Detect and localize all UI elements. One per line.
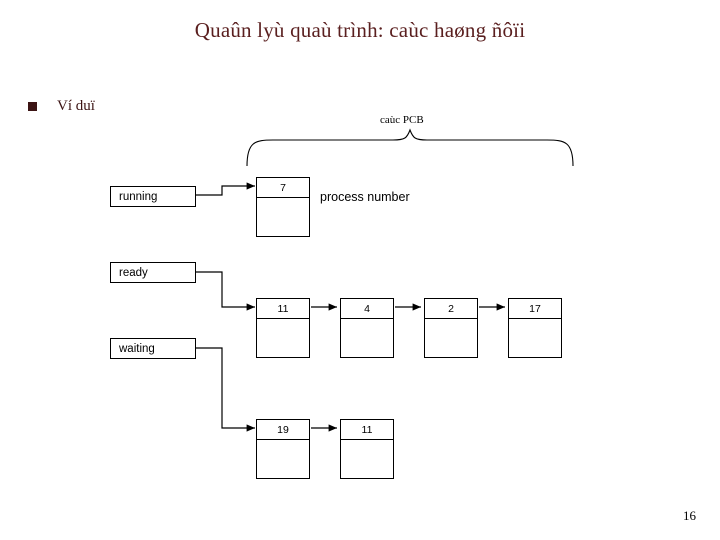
pcb-block[interactable]: 2 [424,298,478,358]
pcb-process-number: 11 [257,299,309,319]
page-title: Quaûn lyù quaù trình: caùc haøng ñôïi [194,18,526,42]
pcb-body [341,440,393,479]
pcb-process-number: 2 [425,299,477,319]
pcb-body [509,319,561,358]
pcb-block[interactable]: 11 [340,419,394,479]
pcb-block[interactable]: 4 [340,298,394,358]
page-number: 16 [683,508,696,523]
queue-label-waiting[interactable]: waiting [110,338,196,359]
pcb-process-number: 4 [341,299,393,319]
pcb-caption: caùc PCB [380,114,424,126]
pcb-body [425,319,477,358]
pcb-body [257,440,309,479]
queue-label-ready[interactable]: ready [110,262,196,283]
pcb-process-number: 11 [341,420,393,440]
process-number-annotation: process number [320,190,410,204]
brace-icon [246,128,574,167]
pcb-process-number: 7 [257,178,309,198]
bullet-item-label: Ví duï [57,98,95,114]
square-bullet-icon [28,102,37,111]
pcb-process-number: 17 [509,299,561,319]
pcb-block[interactable]: 17 [508,298,562,358]
pcb-process-number: 19 [257,420,309,440]
bullet-item: Ví duï [28,98,95,115]
queue-label-running[interactable]: running [110,186,196,207]
pcb-block[interactable]: 11 [256,298,310,358]
pcb-body [257,198,309,237]
pcb-block[interactable]: 19 [256,419,310,479]
pcb-block[interactable]: 7 [256,177,310,237]
pcb-body [257,319,309,358]
pcb-body [341,319,393,358]
